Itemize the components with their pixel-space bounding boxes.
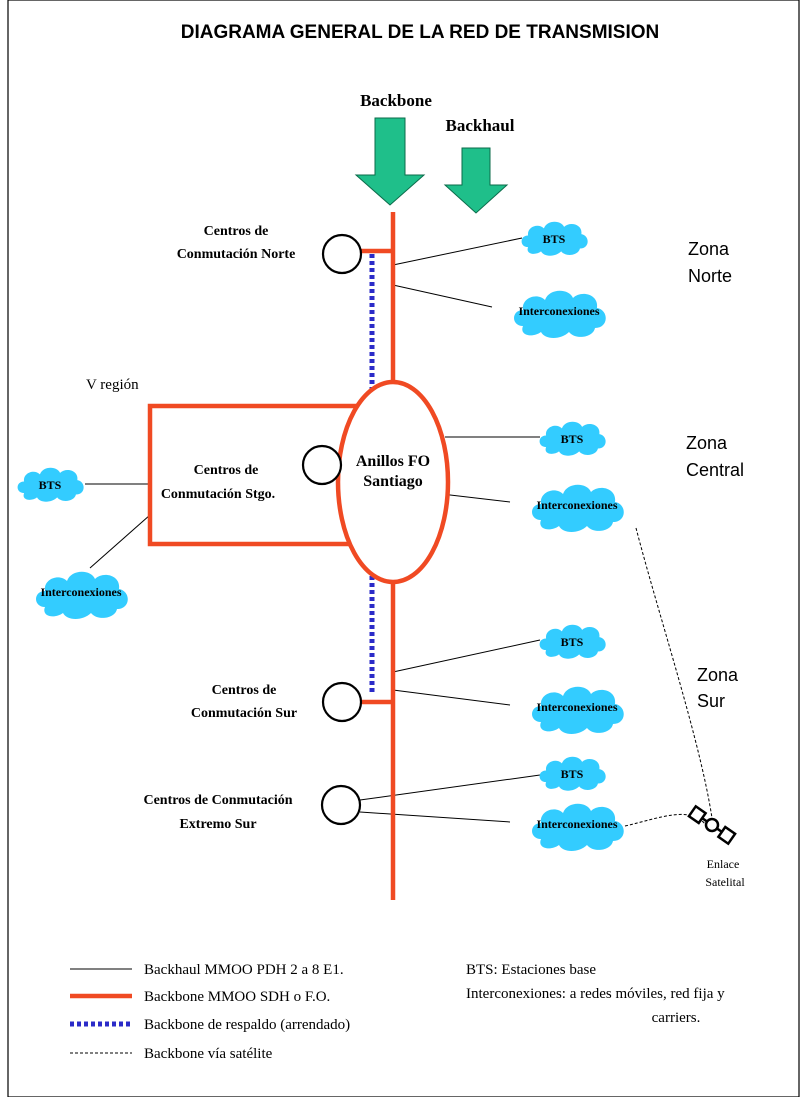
frame-border [7, 0, 800, 1097]
note-bts: BTS: Estaciones base [466, 962, 596, 978]
center-labels: Centros de Conmutación Norte Centros de … [143, 224, 297, 832]
bts-cloud-extremo-sur: BTS [539, 756, 606, 791]
bts-cloud-central-label: BTS [561, 432, 584, 446]
interconexiones-cloud-sur-label: Interconexiones [536, 700, 617, 714]
bts-cloud-extremo-sur-label: BTS [561, 767, 584, 781]
legend-label-satellite: Backbone vía satélite [144, 1046, 273, 1062]
backbone-arrow-label: Backbone [360, 91, 432, 110]
center-norte-label-1: Centros de [204, 224, 269, 239]
zone-sur-label-2: Sur [697, 691, 725, 711]
bts-cloud-sur: BTS [539, 624, 606, 659]
legend-label-backup: Backbone de respaldo (arrendado) [144, 1017, 350, 1033]
satellite-label-2: Satelital [705, 875, 745, 889]
backbone-arrow [354, 117, 426, 206]
note-interconexiones-2: carriers. [652, 1010, 701, 1026]
ring-label-1: Anillos FO [356, 453, 430, 470]
region-label: V región [86, 377, 139, 393]
interconexiones-cloud-sur: Interconexiones [532, 686, 624, 734]
center-sur-label-2: Conmutación Sur [191, 706, 297, 721]
satellite-links [624, 527, 713, 827]
center-stgo-label-1: Centros de [194, 463, 259, 478]
backhaul-arrow [443, 147, 509, 214]
legend: Backhaul MMOO PDH 2 a 8 E1. Backbone MMO… [70, 962, 350, 1062]
interconexiones-cloud-norte-label: Interconexiones [518, 304, 599, 318]
bts-cloud-stgo-label: BTS [39, 478, 62, 492]
bts-cloud-norte-label: BTS [543, 232, 566, 246]
interconexiones-cloud-extremo-sur: Interconexiones [532, 803, 624, 851]
legend-label-backbone: Backbone MMOO SDH o F.O. [144, 989, 330, 1005]
interconexiones-cloud-extremo-sur-label: Interconexiones [536, 817, 617, 831]
bts-cloud-sur-label: BTS [561, 635, 584, 649]
diagram-title: DIAGRAMA GENERAL DE LA RED DE TRANSMISIO… [181, 22, 660, 43]
center-norte-node [321, 233, 363, 275]
backhaul-links [85, 237, 541, 823]
zone-central-label-2: Central [686, 460, 744, 480]
center-extremo-sur-node [320, 784, 362, 826]
interconexiones-cloud-stgo: Interconexiones [36, 571, 128, 619]
zone-norte-label-1: Zona [688, 239, 730, 259]
zone-central-label-1: Zona [686, 433, 728, 453]
interconexiones-cloud-central: Interconexiones [532, 484, 624, 532]
center-sur-label-1: Centros de [212, 683, 277, 698]
bts-cloud-central: BTS [539, 421, 606, 456]
zone-sur-label-1: Zona [697, 665, 739, 685]
ring-label-2: Santiago [363, 473, 423, 490]
notes: BTS: Estaciones base Interconexiones: a … [466, 962, 725, 1026]
fo-ring [335, 379, 451, 585]
bts-cloud-norte: BTS [521, 221, 588, 256]
interconexiones-cloud-central-label: Interconexiones [536, 498, 617, 512]
satellite-icon [687, 804, 737, 846]
center-norte-label-2: Conmutación Norte [177, 247, 296, 262]
bts-cloud-stgo: BTS [17, 467, 84, 502]
center-extremo-sur-label-2: Extremo Sur [179, 817, 256, 832]
satellite-label-1: Enlace [707, 857, 740, 871]
center-sur-node [321, 681, 363, 723]
backbone-links [147, 212, 396, 900]
center-extremo-sur-label-1: Centros de Conmutación [143, 793, 292, 808]
zone-norte-label-2: Norte [688, 266, 732, 286]
note-interconexiones-1: Interconexiones: a redes móviles, red fi… [466, 986, 725, 1002]
interconexiones-cloud-stgo-label: Interconexiones [40, 585, 121, 599]
legend-label-backhaul: Backhaul MMOO PDH 2 a 8 E1. [144, 962, 344, 978]
center-stgo-node [301, 444, 343, 486]
backhaul-arrow-label: Backhaul [446, 116, 515, 135]
interconexiones-cloud-norte: Interconexiones [514, 290, 606, 338]
zone-labels: Zona Norte Zona Central Zona Sur [686, 239, 744, 711]
center-stgo-label-2: Conmutación Stgo. [161, 487, 275, 502]
